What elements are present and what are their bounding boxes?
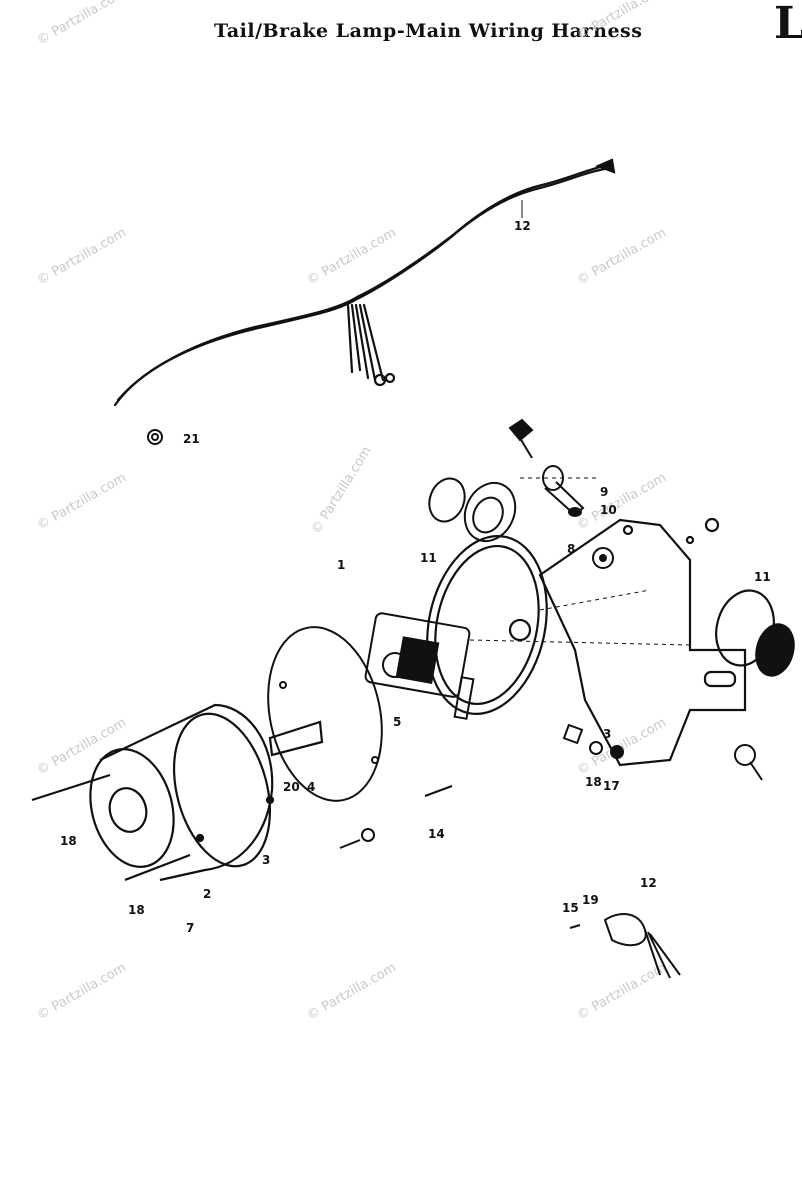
nut-washer-set	[562, 723, 763, 781]
license-bracket	[538, 517, 747, 767]
watermark: © Partzilla.com	[575, 0, 669, 43]
diagram-title: Tail/Brake Lamp-Main Wiring Harness	[214, 20, 643, 42]
bulb-part	[428, 477, 614, 569]
part-label: 2	[203, 887, 211, 901]
part-label: 1	[337, 558, 345, 572]
watermark: © Partzilla.com	[35, 960, 129, 1023]
gasket-plate	[267, 626, 383, 802]
part-label: 18	[128, 903, 145, 917]
part-label: 12	[514, 219, 531, 233]
assembly-guides	[469, 477, 691, 646]
part-label: 15	[562, 901, 579, 915]
reflector	[715, 589, 795, 677]
wiring-harness	[113, 158, 616, 407]
part-label: 4	[307, 780, 315, 794]
part-label: 18	[60, 834, 77, 848]
part-label: 5	[393, 715, 401, 729]
part-label: 14	[428, 827, 445, 841]
lamp-socket	[364, 612, 475, 720]
part-label: 17	[603, 779, 620, 793]
watermark: © Partzilla.com	[305, 960, 399, 1023]
watermark: © Partzilla.com	[35, 470, 129, 533]
part-label: 11	[754, 570, 771, 584]
part-label: 20	[283, 780, 300, 794]
watermark: © Partzilla.com	[35, 225, 129, 288]
watermark: © Partzilla.com	[35, 715, 129, 778]
watermark: © Partzilla.com	[575, 960, 669, 1023]
watermark: © Partzilla.com	[35, 0, 129, 48]
lamp-lens	[31, 703, 324, 882]
part-labels: 12 21 9 10 11 1 8 11 5 20 4 3 18 17 14 1…	[60, 219, 771, 935]
part-label: 9	[600, 485, 608, 499]
part-label: 3	[603, 727, 611, 741]
nut-part	[147, 429, 163, 445]
part-label: 19	[582, 893, 599, 907]
part-label: 8	[567, 542, 575, 556]
watermark: © Partzilla.com	[309, 444, 375, 537]
part-label: 11	[420, 551, 437, 565]
part-label: 7	[186, 921, 194, 935]
part-label: 12	[640, 876, 657, 890]
part-label: 10	[600, 503, 617, 517]
watermark: © Partzilla.com	[305, 225, 399, 288]
page-mark: L	[774, 0, 802, 49]
part-label: 18	[585, 775, 602, 789]
bolt-part	[508, 418, 585, 517]
connector-part	[569, 913, 681, 979]
screw-part	[339, 785, 453, 849]
watermark: © Partzilla.com	[575, 225, 669, 288]
part-label: 3	[262, 853, 270, 867]
part-label: 21	[183, 432, 200, 446]
